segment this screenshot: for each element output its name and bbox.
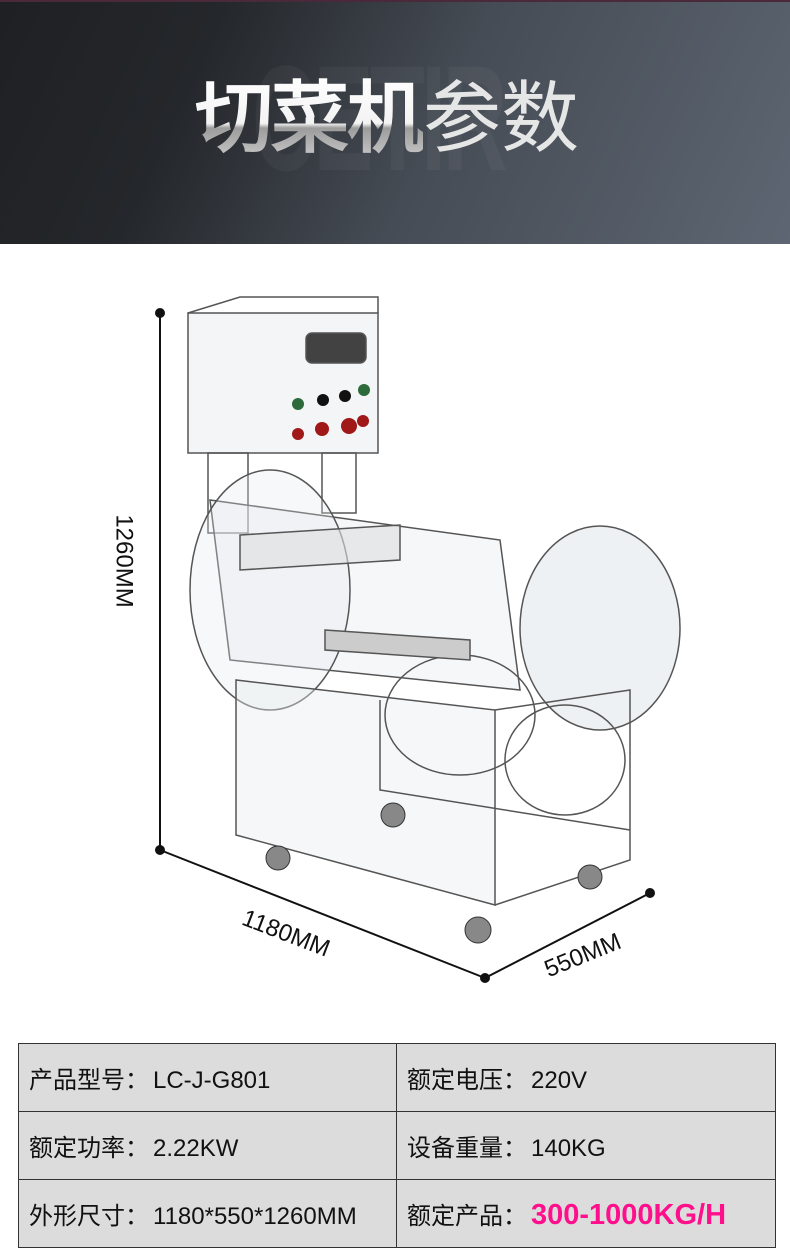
table-row: 外形尺寸：1180*550*1260MM 额定产品：300-1000KG/H — [18, 1179, 776, 1248]
table-row: 产品型号：LC-J-G801 额定电压：220V — [18, 1043, 776, 1112]
height-dimension-label: 1260MM — [110, 514, 138, 608]
table-row: 额定功率：2.22KW 设备重量：140KG — [18, 1111, 776, 1180]
capacity-value: 300-1000KG/H — [531, 1198, 727, 1231]
header-banner: CETIR 切菜机参数 — [0, 0, 790, 244]
spec-cell: 额定功率：2.22KW — [18, 1111, 397, 1180]
page-title: 切菜机参数 — [195, 74, 580, 164]
spec-cell: 外形尺寸：1180*550*1260MM — [18, 1179, 397, 1248]
watermark: CETIR — [252, 32, 508, 205]
spec-cell: 产品型号：LC-J-G801 — [18, 1043, 397, 1112]
spec-cell: 额定电压：220V — [396, 1043, 776, 1112]
spec-cell: 设备重量：140KG — [396, 1111, 776, 1180]
machine-illustration — [155, 296, 681, 983]
spec-table: 产品型号：LC-J-G801 额定电压：220V 额定功率：2.22KW 设备重… — [18, 1043, 776, 1248]
spec-cell: 额定产品：300-1000KG/H — [396, 1179, 776, 1248]
